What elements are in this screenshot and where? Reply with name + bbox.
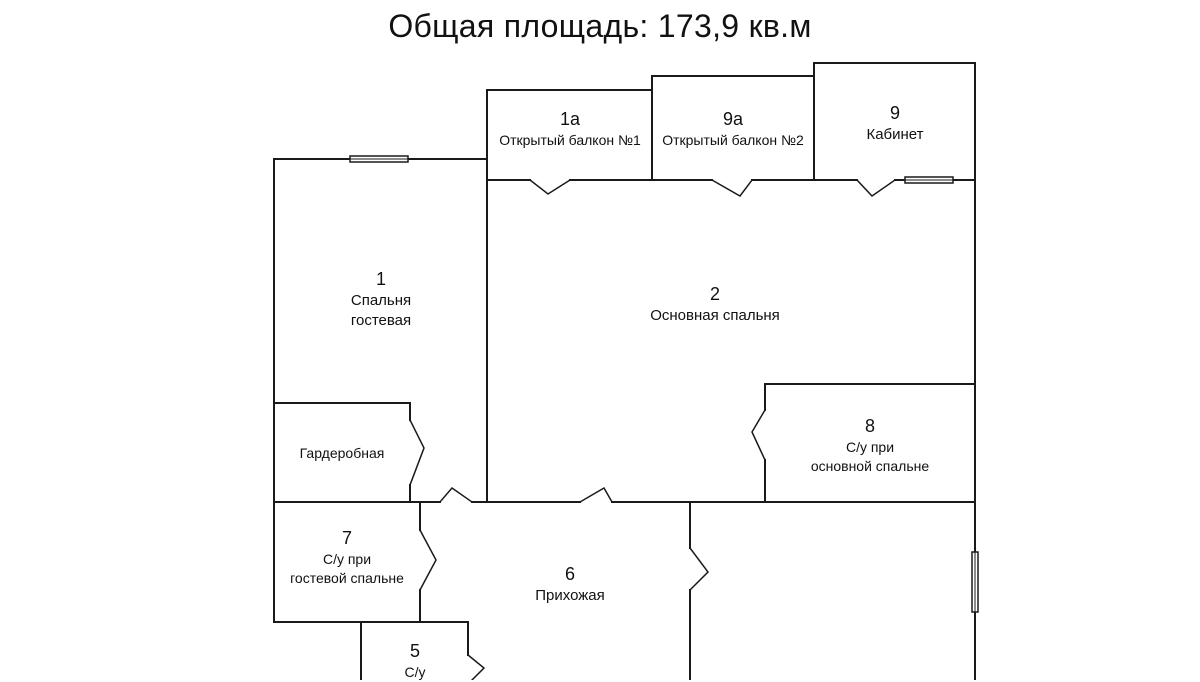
- room-name: Открытый балкон №2: [662, 132, 804, 149]
- room-number: 7: [341, 528, 352, 548]
- room-label-9a: 9а Открытый балкон №2: [654, 108, 812, 150]
- room-label-1: 1 Спальня гостевая: [276, 268, 486, 330]
- balcony-1-outline: [486, 89, 653, 181]
- room-name-line2: гостевая: [350, 311, 412, 329]
- bathroom-8-outline: [751, 383, 976, 503]
- room-number: 6: [564, 564, 575, 584]
- room-name-line1: Спальня: [350, 292, 412, 310]
- room-label-5: 5 С/у: [363, 640, 467, 682]
- room-label-7: 7 С/у при гостевой спальне: [276, 527, 418, 587]
- room-name: Кабинет: [866, 126, 924, 144]
- room-name: С/у: [404, 664, 426, 681]
- room-number: 1а: [559, 109, 581, 129]
- door-balcony-2: [710, 178, 754, 197]
- room-name-line1: С/у при: [845, 439, 895, 456]
- wardrobe-outline: [273, 402, 425, 503]
- room-name-line2: гостевой спальне: [290, 569, 404, 586]
- balcony-2-outline: [651, 75, 815, 181]
- bathroom-5-outline: [360, 621, 486, 680]
- room-label-6: 6 Прихожая: [470, 563, 670, 606]
- room-number: 5: [409, 641, 420, 661]
- room-name: Основная спальня: [650, 307, 780, 325]
- room-label-wardrobe: Гардеробная: [276, 444, 408, 462]
- door-balcony-1: [528, 178, 572, 195]
- room-name-line1: С/у при: [322, 551, 372, 568]
- room-name: Прихожая: [535, 587, 605, 605]
- room-number: 1: [375, 269, 386, 289]
- plan-title: Общая площадь: 173,9 кв.м: [388, 8, 812, 44]
- room-number: 9: [889, 103, 900, 123]
- room-number: 9а: [722, 109, 744, 129]
- door-office: [855, 178, 897, 197]
- room-name: Открытый балкон №1: [499, 132, 641, 149]
- room-number: 2: [709, 284, 720, 304]
- corridor-top-wall: [273, 486, 976, 504]
- room-name-line2: основной спальне: [810, 457, 930, 474]
- room-number: 8: [864, 416, 875, 436]
- room-label-9: 9 Кабинет: [816, 102, 974, 145]
- room-label-1a: 1а Открытый балкон №1: [490, 108, 650, 150]
- room-name: Гардеробная: [299, 445, 385, 461]
- room-label-2: 2 Основная спальня: [560, 283, 870, 326]
- hallway-right-wall: [688, 501, 709, 680]
- room-label-8: 8 С/у при основной спальне: [767, 415, 973, 475]
- office-outline: [813, 62, 976, 181]
